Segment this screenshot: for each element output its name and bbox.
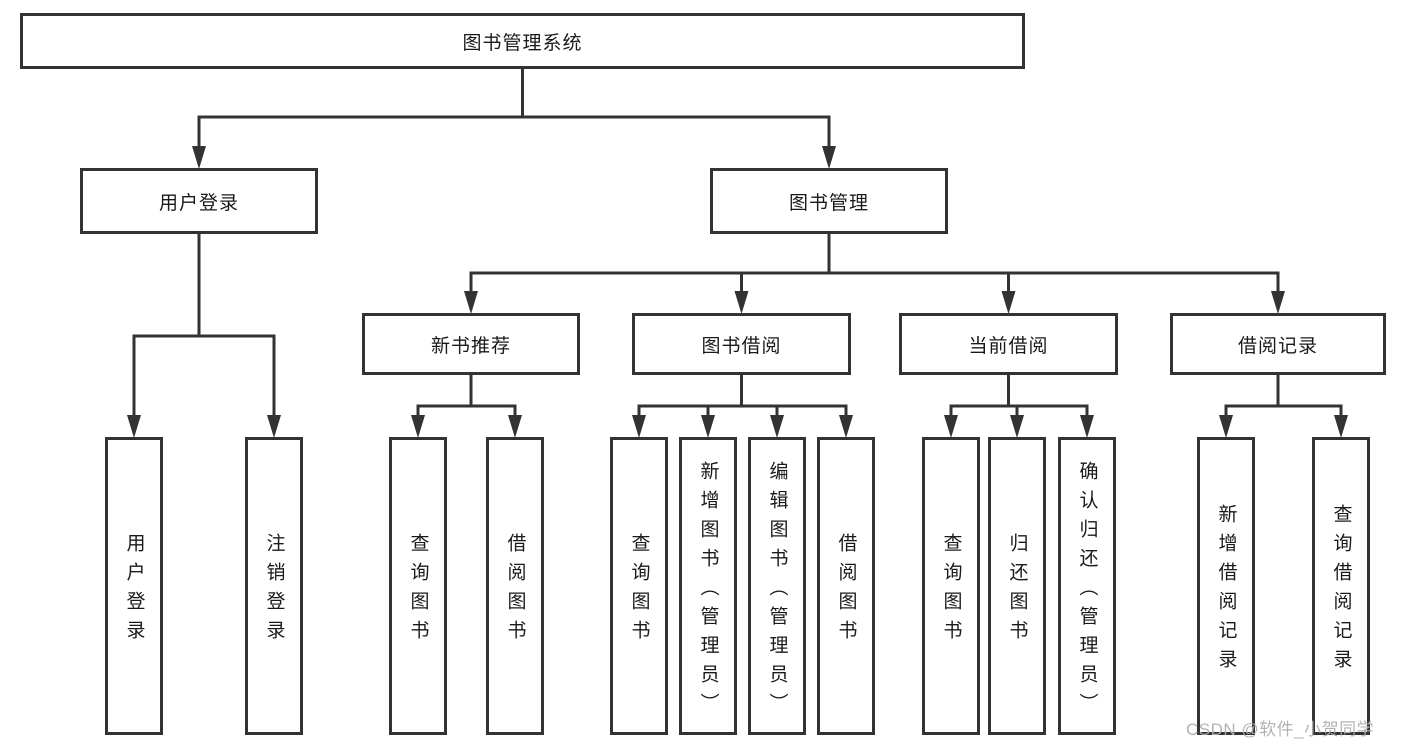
csdn-watermark: CSDN @软件_小贺同学 — [1186, 720, 1375, 739]
node-leaf-borrow-books: 借阅图书 — [817, 437, 875, 735]
node-label: 图书管理 — [788, 192, 869, 214]
node-label: 图书管理系统 — [462, 32, 583, 54]
node-leaf-edit-books-admin: 编辑图书（管理员） — [748, 437, 806, 735]
node-label: 查询图书 — [628, 533, 650, 649]
node-book-borrowing: 图书借阅 — [632, 313, 851, 375]
node-label: 用户登录 — [123, 533, 145, 649]
node-label: 查询图书 — [940, 533, 962, 649]
node-label: 借阅图书 — [835, 533, 857, 649]
node-leaf-return-books: 归还图书 — [988, 437, 1046, 735]
connector-new-book-recommend-branch — [411, 375, 522, 438]
node-user-login-group: 用户登录 — [80, 168, 318, 234]
connector-current-borrowing-branch — [944, 375, 1094, 438]
connector-user-login-branch — [127, 234, 281, 438]
node-label: 查询借阅记录 — [1330, 504, 1352, 678]
node-leaf-user-login: 用户登录 — [105, 437, 163, 735]
node-new-book-recommend: 新书推荐 — [362, 313, 580, 375]
node-label: 新增图书（管理员） — [697, 460, 719, 722]
node-borrowing-records: 借阅记录 — [1170, 313, 1386, 375]
node-label: 用户登录 — [158, 192, 239, 214]
node-leaf-logout: 注销登录 — [245, 437, 303, 735]
node-label: 注销登录 — [263, 533, 285, 649]
node-library-management-system: 图书管理系统 — [20, 13, 1025, 69]
node-leaf-query-books-recommend: 查询图书 — [389, 437, 447, 735]
node-label: 新增借阅记录 — [1215, 504, 1237, 678]
node-label: 确认归还（管理员） — [1076, 460, 1098, 722]
node-label: 新书推荐 — [430, 335, 511, 357]
node-label: 借阅图书 — [504, 533, 526, 649]
node-leaf-confirm-return-admin: 确认归还（管理员） — [1058, 437, 1116, 735]
node-label: 图书借阅 — [701, 335, 782, 357]
node-leaf-query-borrow-record: 查询借阅记录 — [1312, 437, 1370, 735]
node-current-borrowing: 当前借阅 — [899, 313, 1118, 375]
node-label: 当前借阅 — [968, 335, 1049, 357]
connector-book-management-branch — [464, 234, 1285, 314]
connector-root-to-level2 — [192, 69, 836, 169]
node-leaf-add-books-admin: 新增图书（管理员） — [679, 437, 737, 735]
connector-book-borrowing-branch — [632, 375, 853, 438]
node-label: 查询图书 — [407, 533, 429, 649]
node-leaf-add-borrow-record: 新增借阅记录 — [1197, 437, 1255, 735]
node-book-management: 图书管理 — [710, 168, 948, 234]
connector-borrowing-records-branch — [1219, 375, 1348, 438]
node-leaf-query-books-current: 查询图书 — [922, 437, 980, 735]
node-label: 编辑图书（管理员） — [766, 460, 788, 722]
node-label: 归还图书 — [1006, 533, 1028, 649]
node-label: 借阅记录 — [1237, 335, 1318, 357]
node-leaf-borrow-books-recommend: 借阅图书 — [486, 437, 544, 735]
node-leaf-query-books-borrowing: 查询图书 — [610, 437, 668, 735]
